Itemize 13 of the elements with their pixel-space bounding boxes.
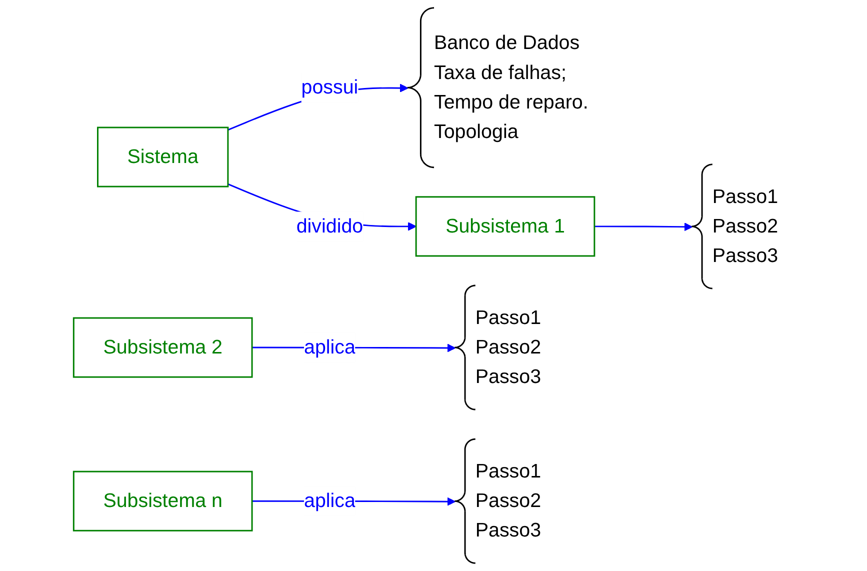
edge-label: possui — [302, 76, 358, 98]
edge-label: aplica — [304, 490, 356, 512]
node-text: Banco de Dados Taxa de falhas; Tempo de reparo. Topologia — [434, 32, 589, 143]
edge-label: aplica — [304, 336, 356, 358]
node-box: Subsistema n — [73, 470, 254, 532]
node-text: Passo1 Passo2 Passo3 — [476, 460, 542, 542]
arrow — [594, 222, 693, 232]
node-box: Subsistema 2 — [73, 317, 254, 378]
node-box: Sistema — [97, 126, 229, 188]
node-text: Passo1 Passo2 Passo3 — [712, 186, 778, 267]
node-text: Passo1 Passo2 Passo3 — [476, 307, 542, 388]
edge-label: dividido — [296, 216, 364, 238]
node-box: Subsistema 1 — [416, 196, 596, 257]
